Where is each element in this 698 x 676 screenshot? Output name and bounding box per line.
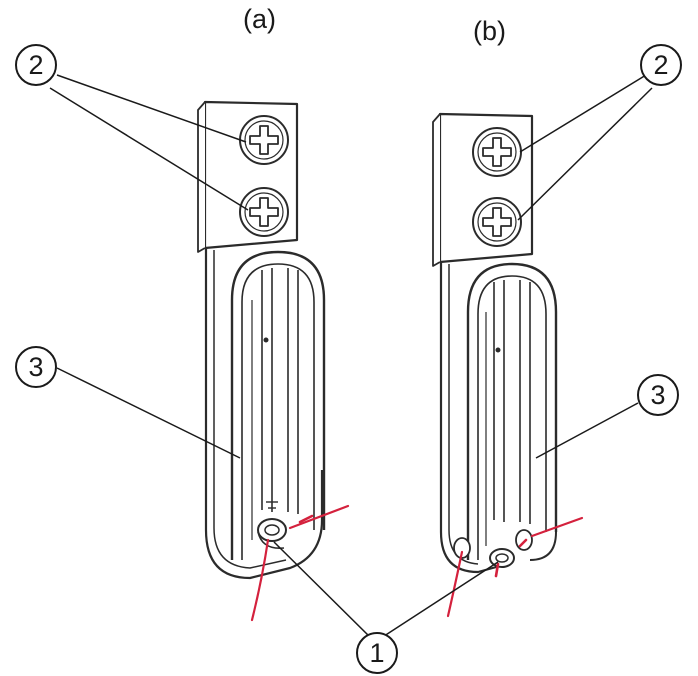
phillips-screw-icon	[239, 187, 289, 237]
panel-label-a: (a)	[243, 4, 276, 34]
callout-3-right: 3	[637, 374, 679, 416]
bracket-a	[197, 100, 326, 580]
leader-lines	[49, 74, 653, 641]
phillips-screw-icon	[239, 115, 289, 165]
callout-3-left: 3	[15, 346, 57, 388]
wire-b	[446, 516, 584, 618]
bracket-b	[432, 112, 558, 574]
callout-2-right: 2	[640, 44, 682, 86]
phillips-screw-icon	[472, 127, 522, 177]
callout-1: 1	[356, 632, 398, 674]
wire-a	[250, 504, 350, 622]
panel-label-b: (b)	[473, 16, 506, 46]
callout-2-left: 2	[15, 44, 57, 86]
phillips-screw-icon	[472, 197, 522, 247]
